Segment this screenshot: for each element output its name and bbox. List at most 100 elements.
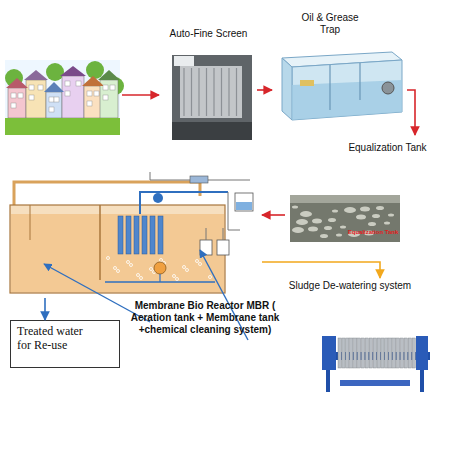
filter-plate [342, 338, 345, 368]
foam-patch [296, 219, 308, 225]
membrane-module [142, 216, 147, 254]
foam-patch [324, 226, 332, 230]
window [103, 95, 108, 100]
screen-base [172, 122, 252, 140]
grease-trap-illustration [282, 52, 402, 120]
window [94, 91, 99, 96]
photo-frame [172, 55, 252, 140]
inlet-baffle [30, 205, 31, 240]
air-bubble [209, 276, 212, 279]
flow-arrow [262, 262, 380, 278]
air-bubble [183, 266, 186, 269]
foam-patch [292, 227, 304, 233]
foam-patch [376, 206, 384, 210]
press-head [322, 336, 336, 370]
screen-bar [236, 68, 237, 116]
membrane-module [134, 216, 139, 254]
piping [223, 228, 224, 240]
aeration-bubbles [107, 257, 212, 281]
pump-symbol [153, 193, 163, 203]
house [62, 76, 84, 118]
filter-press [322, 336, 430, 392]
tree [86, 61, 104, 79]
tree [46, 63, 64, 81]
node-label: Treated water for Re-use [17, 324, 97, 352]
roof [98, 70, 120, 80]
tank-side [282, 58, 292, 120]
screen-bars [184, 68, 237, 116]
filter-plate [354, 338, 357, 368]
node-label: Sludge De-watering system [275, 280, 425, 292]
filter-plate [397, 338, 400, 368]
filter-plate [358, 338, 361, 368]
roof [82, 76, 104, 86]
permeate-pipe [140, 192, 228, 214]
foam-patch [320, 234, 328, 238]
window [49, 97, 54, 102]
window [38, 85, 43, 90]
sky [5, 60, 120, 135]
filter-plate [381, 338, 384, 368]
process-node: Sludge De-watering system [275, 278, 435, 403]
house [84, 86, 102, 118]
flow-meter [190, 176, 208, 183]
window [29, 85, 34, 90]
screen-bar [198, 68, 199, 116]
tank-front [292, 60, 402, 120]
foam-patch [312, 219, 322, 224]
air-bubble [127, 261, 130, 264]
piping [206, 228, 207, 240]
roof [60, 66, 86, 76]
filter-plate [365, 338, 368, 368]
filter-plate [412, 338, 415, 368]
process-node: Oil & Grease Trap [272, 10, 407, 122]
screen-highlight [174, 56, 194, 66]
air-bubble [199, 263, 202, 266]
screen-bar [206, 68, 207, 116]
tank-water [11, 214, 224, 292]
tank-outline [10, 205, 225, 293]
window [87, 101, 92, 106]
outlet-pipe [382, 82, 394, 94]
flow-arrow [407, 90, 415, 135]
filter-plate [373, 338, 376, 368]
foam-patch [368, 222, 376, 226]
filter-plate [377, 338, 380, 368]
piping [228, 192, 240, 230]
flow-arrow [44, 298, 46, 320]
screen-bar [221, 68, 222, 116]
ground [5, 118, 120, 135]
photo-frame [290, 195, 400, 242]
return-pipe [14, 182, 200, 206]
house [8, 88, 26, 118]
baffle [329, 65, 330, 110]
process-node: Membrane Bio Reactor MBR ( Aeration tank… [5, 172, 262, 298]
screen-bar [191, 68, 192, 116]
air-line [159, 274, 160, 282]
press-leg [420, 370, 424, 392]
filter-plate [385, 338, 388, 368]
foam-patch [360, 207, 370, 212]
air-bubble [186, 269, 189, 272]
filter-plate [393, 338, 396, 368]
window [87, 91, 92, 96]
window [49, 107, 54, 112]
filter-plate [389, 338, 392, 368]
membrane-modules [118, 216, 163, 254]
process-node: Treated water for Re-use [10, 320, 120, 368]
foam-patch [308, 227, 318, 232]
node-label: Auto-Fine Screen [160, 28, 257, 40]
node-label: Equalization Tank [340, 142, 435, 154]
foam-patch [356, 215, 366, 220]
foam-patch [300, 211, 312, 217]
foam-patch [384, 222, 390, 225]
window [18, 93, 23, 98]
window [11, 103, 16, 108]
tank-wall [290, 195, 400, 203]
mbr-schematic [10, 172, 253, 293]
window [76, 81, 81, 86]
node-label: Oil & Grease Trap [297, 12, 363, 36]
air-bubble [130, 264, 133, 267]
